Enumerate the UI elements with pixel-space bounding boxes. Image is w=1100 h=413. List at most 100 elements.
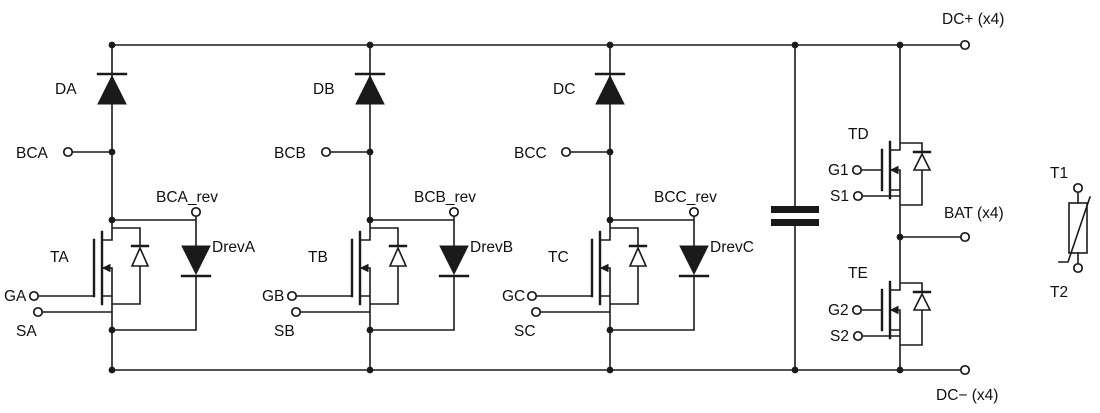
label-mosfet-td: TD: [848, 126, 869, 143]
label-rev-diode: DrevC: [710, 239, 754, 256]
terminal-s2: [852, 330, 864, 342]
junction-dot: [366, 41, 374, 49]
mosfet-arrow-icon: [889, 165, 899, 175]
rev-diode-icon: [679, 245, 709, 276]
junction-dot: [791, 366, 799, 374]
terminal-g2: [851, 304, 863, 316]
junction-dot: [108, 366, 116, 374]
terminal-t1: [1072, 182, 1084, 194]
mosfet-arrow-icon: [889, 305, 899, 315]
label-mosfet-te: TE: [848, 265, 868, 282]
terminal-bca: [62, 146, 74, 158]
terminal-bcb: [320, 146, 332, 158]
terminal-sa: [32, 306, 44, 318]
label-s2: S2: [830, 328, 849, 345]
junction-dot: [606, 216, 614, 224]
junction-dot: [896, 366, 904, 374]
junction-dot: [366, 216, 374, 224]
terminal-dc-plus: [959, 39, 971, 51]
terminal-g1: [851, 164, 863, 176]
mosfet-arrow-icon: [101, 263, 111, 273]
junction-dot: [366, 366, 374, 374]
phase-leg-a: DA BCA TA GA SA BCA_rev DrevA: [4, 41, 256, 374]
thermistor-body: [1068, 202, 1088, 254]
mosfet-arrow-icon: [359, 263, 369, 273]
label-gate: GC: [502, 288, 525, 305]
label-dc-plus: DC+ (x4): [942, 11, 1004, 28]
label-g1: G1: [828, 162, 849, 179]
thermistor-leads: [1058, 191, 1092, 265]
label-t1: T1: [1050, 165, 1068, 182]
capacitor-plate-top: [771, 206, 819, 213]
label-source: SB: [274, 323, 295, 340]
label-source: SC: [514, 323, 536, 340]
label-rev-diode: DrevB: [470, 239, 513, 256]
terminal-bca-rev: [190, 206, 202, 218]
body-diode-icon: [912, 292, 932, 311]
junction-dot: [366, 148, 374, 156]
label-source: SA: [16, 323, 37, 340]
label-bc-terminal: BCA: [16, 145, 49, 162]
top-diode-icon: [595, 74, 625, 105]
terminal-t2: [1072, 262, 1084, 274]
label-gate: GA: [4, 288, 27, 305]
dc-rails: DC+ (x4) DC− (x4): [111, 11, 1004, 404]
label-rev-diode: DrevA: [212, 239, 256, 256]
label-dc-minus: DC− (x4): [936, 387, 998, 404]
battery-switch-leg: TD G1 S1 TE G2 S2 BAT (x4): [828, 41, 1004, 374]
phase-leg-c: DC BCC TC GC SC BCC_rev DrevC: [502, 41, 754, 374]
terminal-dc-minus: [959, 364, 971, 376]
label-top-diode: DA: [55, 81, 77, 98]
label-t2: T2: [1050, 284, 1068, 301]
label-rev-terminal: BCA_rev: [156, 189, 218, 206]
junction-dot: [108, 216, 116, 224]
thermistor: T1 T2: [1050, 165, 1092, 301]
terminal-ga: [28, 290, 40, 302]
top-diode-icon: [97, 74, 127, 105]
junction-dot: [606, 148, 614, 156]
terminal-s1: [852, 190, 864, 202]
label-bc-terminal: BCB: [274, 145, 306, 162]
terminal-bat: [959, 231, 971, 243]
junction-dot: [896, 233, 904, 241]
terminal-gc: [526, 290, 538, 302]
label-mosfet: TB: [308, 249, 328, 266]
rev-diode-icon: [439, 245, 469, 276]
rev-diode-icon: [181, 245, 211, 276]
label-gate: GB: [262, 288, 284, 305]
top-diode-icon: [355, 74, 385, 105]
label-g2: G2: [828, 302, 849, 319]
label-bat: BAT (x4): [944, 205, 1004, 222]
junction-dot: [606, 366, 614, 374]
terminal-gb: [286, 290, 298, 302]
label-mosfet: TC: [548, 249, 569, 266]
rail-wires: [111, 44, 962, 371]
junction-dot: [108, 41, 116, 49]
label-top-diode: DC: [553, 81, 575, 98]
label-s1: S1: [830, 188, 849, 205]
body-diode-icon: [130, 246, 150, 267]
terminal-bcc: [560, 146, 572, 158]
junction-dot: [896, 41, 904, 49]
junction-dot: [606, 41, 614, 49]
junction-dot: [606, 326, 614, 334]
body-diode-icon: [628, 246, 648, 267]
terminal-bcb-rev: [448, 206, 460, 218]
label-top-diode: DB: [313, 81, 335, 98]
mosfet-arrow-icon: [599, 263, 609, 273]
capacitor-plate-bottom: [771, 219, 819, 226]
junction-dot: [108, 326, 116, 334]
label-rev-terminal: BCB_rev: [414, 189, 476, 206]
terminal-bcc-rev: [688, 206, 700, 218]
junction-dot: [791, 41, 799, 49]
label-bc-terminal: BCC: [514, 145, 547, 162]
label-rev-terminal: BCC_rev: [654, 189, 717, 206]
terminal-sb: [290, 306, 302, 318]
body-diode-icon: [912, 152, 932, 171]
phase-leg-b: DB BCB TB GB SB BCB_rev DrevB: [262, 41, 513, 374]
body-diode-icon: [388, 246, 408, 267]
terminal-sc: [530, 306, 542, 318]
label-mosfet: TA: [50, 249, 69, 266]
